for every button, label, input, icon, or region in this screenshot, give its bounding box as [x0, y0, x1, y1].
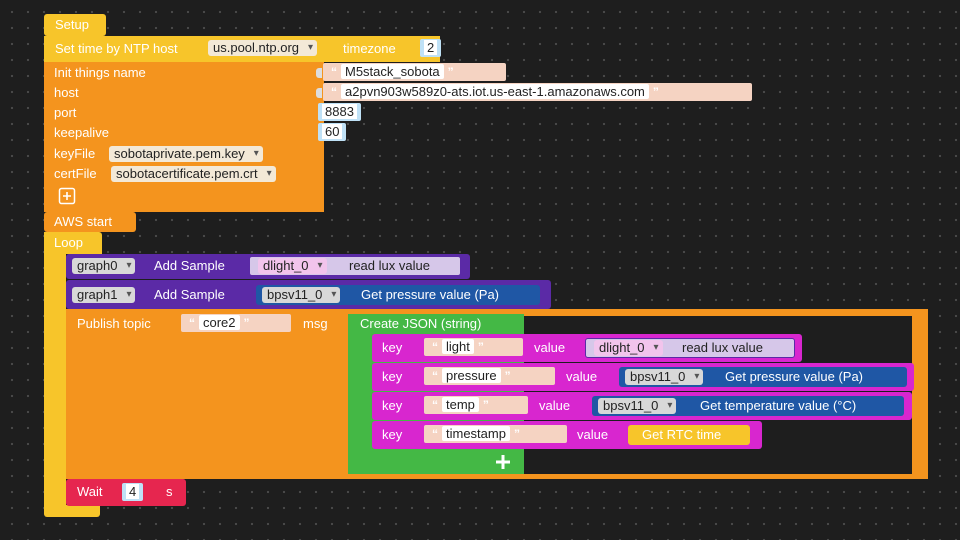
light-sensor-block[interactable]: dlight_0 read lux value — [585, 338, 795, 358]
wait-seconds-input[interactable]: 4 — [122, 483, 144, 501]
loop-arm — [44, 254, 66, 508]
plus-square-icon[interactable] — [58, 187, 76, 205]
key-timestamp-input[interactable]: “timestamp” — [424, 425, 567, 443]
topic-input[interactable]: “core2” — [181, 314, 291, 332]
bpsv11-dropdown[interactable]: bpsv11_0 — [262, 287, 341, 303]
sensor-reading: read lux value — [682, 340, 763, 355]
loop-block[interactable] — [44, 232, 102, 254]
graph0-action: Add Sample — [154, 258, 225, 273]
key-pressure-input[interactable]: “pressure” — [424, 367, 555, 385]
temp-sensor-block[interactable]: bpsv11_0 Get temperature value (°C) — [592, 396, 904, 416]
entry-value-label: value — [534, 340, 566, 355]
graph0-dropdown[interactable]: graph0 — [72, 258, 136, 274]
bpsv11-dropdown[interactable]: bpsv11_0 — [598, 398, 677, 414]
key-temp-input[interactable]: “temp” — [424, 396, 528, 414]
entry-value-label: value — [539, 398, 571, 413]
bpsv11-dropdown[interactable]: bpsv11_0 — [625, 369, 704, 385]
pressure-sensor-block[interactable]: bpsv11_0 Get pressure value (Pa) — [619, 367, 907, 387]
entry-key-label: key — [382, 340, 403, 355]
setup-hat[interactable] — [44, 14, 106, 36]
loop-footer — [44, 505, 100, 517]
socket-connector — [316, 68, 322, 78]
rtc-time-block[interactable]: Get RTC time — [628, 425, 750, 445]
port-label: port — [54, 105, 77, 120]
entry-key-label: key — [382, 369, 403, 384]
init-things-label: Init things name — [54, 65, 146, 80]
loop-label: Loop — [54, 235, 83, 250]
create-json-label: Create JSON (string) — [360, 316, 482, 331]
keyfile-label: keyFile — [54, 146, 96, 161]
things-name-input[interactable]: “M5stack_sobota” — [323, 63, 506, 81]
dlight-dropdown[interactable]: dlight_0 — [594, 340, 663, 356]
certfile-label: certFile — [54, 166, 97, 181]
entry-key-label: key — [382, 398, 403, 413]
aws-init-block[interactable] — [44, 62, 324, 212]
key-light-input[interactable]: “light” — [424, 338, 523, 356]
port-input[interactable]: 8883 — [318, 103, 361, 121]
wait-label: Wait — [77, 484, 103, 499]
sensor-reading: Get RTC time — [642, 427, 722, 442]
keepalive-input[interactable]: 60 — [318, 123, 347, 141]
sensor-reading: read lux value — [349, 258, 430, 273]
sensor-reading: Get temperature value (°C) — [700, 398, 857, 413]
certfile-dropdown[interactable]: sobotacertificate.pem.crt — [111, 166, 276, 182]
entry-key-label: key — [382, 427, 403, 442]
aws-start-label: AWS start — [54, 214, 113, 229]
sensor-reading: Get pressure value (Pa) — [361, 287, 500, 302]
timezone-label: timezone — [343, 41, 396, 56]
timezone-input[interactable]: 2 — [420, 39, 442, 57]
dlight-dropdown[interactable]: dlight_0 — [258, 258, 327, 274]
host-input[interactable]: “a2pvn903w589z0-ats.iot.us-east-1.amazon… — [323, 83, 752, 101]
aws-start-block[interactable] — [44, 212, 136, 232]
host-label: host — [54, 85, 79, 100]
plus-icon[interactable] — [493, 452, 513, 472]
graph1-action: Add Sample — [154, 287, 225, 302]
publish-label: Publish topic — [77, 316, 151, 331]
msg-label: msg — [303, 316, 328, 331]
setup-label: Setup — [55, 17, 89, 32]
graph0-sensor-block[interactable]: dlight_0 read lux value — [249, 256, 461, 276]
sensor-reading: Get pressure value (Pa) — [725, 369, 864, 384]
keepalive-label: keepalive — [54, 125, 109, 140]
entry-value-label: value — [577, 427, 609, 442]
ntp-label: Set time by NTP host — [55, 41, 178, 56]
graph1-dropdown[interactable]: graph1 — [72, 287, 136, 303]
wait-unit: s — [166, 484, 173, 499]
keyfile-dropdown[interactable]: sobotaprivate.pem.key — [109, 146, 263, 162]
entry-value-label: value — [566, 369, 598, 384]
socket-connector — [316, 88, 322, 98]
graph1-sensor-block[interactable]: bpsv11_0 Get pressure value (Pa) — [256, 285, 540, 305]
ntp-host-dropdown[interactable]: us.pool.ntp.org — [208, 40, 318, 56]
